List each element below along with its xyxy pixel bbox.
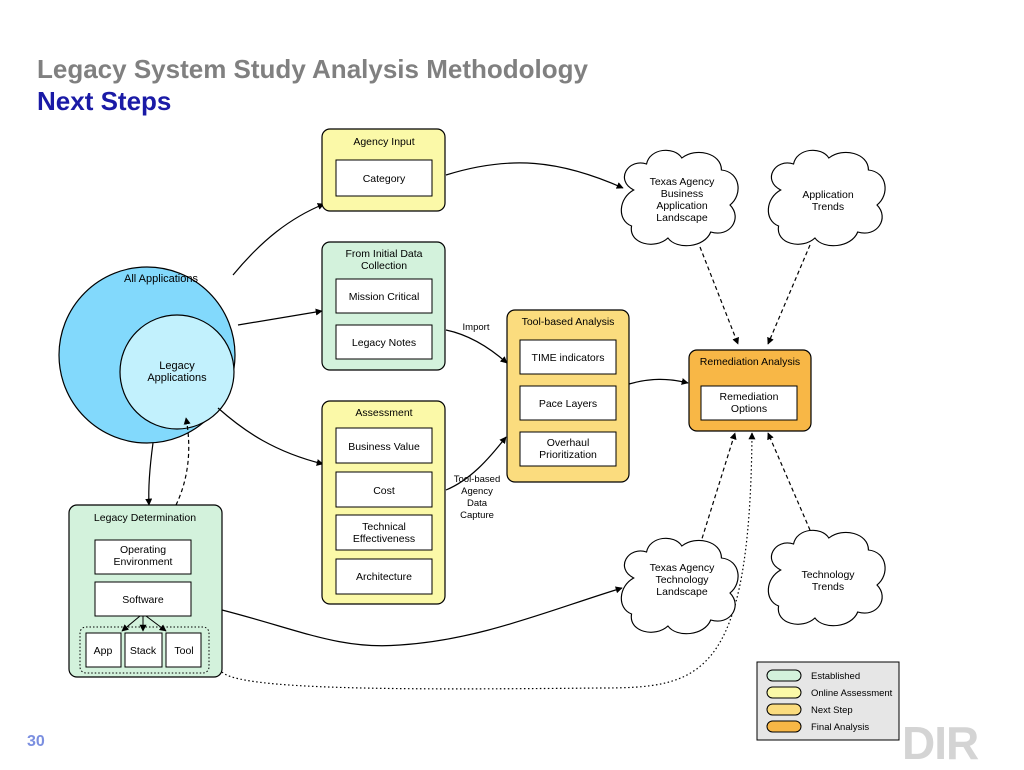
cost-label: Cost: [373, 485, 395, 497]
legend-swatch: [766, 669, 802, 682]
technical-effectiveness-box: [335, 514, 433, 551]
edge-all-to-agency-input: [232, 203, 325, 276]
agency-input-group: Agency Input Category: [321, 128, 446, 212]
architecture-label: Architecture: [356, 571, 412, 583]
edge-all-to-legacy-determination: [145, 442, 154, 506]
legend-swatch: [766, 720, 802, 733]
edge-initial-to-tool: [445, 329, 508, 364]
legacy-determination-title: Legacy Determination: [94, 512, 196, 524]
pace-layers-box: [519, 385, 617, 421]
legend-swatch: [766, 686, 802, 699]
connectors: [145, 162, 811, 690]
legend-label: Final Analysis: [811, 722, 869, 733]
edge-software-to-app: [121, 615, 141, 632]
time-indicators-box: [519, 339, 617, 375]
edge-tech-landscape-to-remediation: [699, 432, 737, 546]
sub-items-dotted-group: [79, 626, 210, 674]
tool-analysis-group: Tool-based Analysis TIME indicators Pace…: [506, 309, 630, 483]
mission-critical-box: [335, 278, 433, 314]
app-box: [85, 632, 122, 668]
agency-input-title: Agency Input: [353, 136, 414, 148]
edge-determination-to-legacy: [175, 417, 191, 506]
category-box: [335, 159, 433, 197]
edge-agency-to-business-landscape: [445, 162, 624, 189]
legacy-applications-circle: [119, 314, 235, 430]
edge-tool-to-remediation: [628, 378, 689, 385]
pace-layers-label: Pace Layers: [539, 398, 597, 410]
edge-tech-trends-to-remediation: [767, 432, 811, 531]
page-subtitle: Next Steps: [37, 86, 172, 116]
mission-critical-label: Mission Critical: [349, 291, 420, 303]
tool-analysis-title: Tool-based Analysis: [522, 316, 615, 328]
tool-label: Tool: [174, 645, 193, 657]
time-indicators-label: TIME indicators: [532, 352, 605, 364]
edge-subitems-to-remediation: [221, 432, 756, 690]
business-value-box: [335, 427, 433, 464]
cost-box: [335, 471, 433, 508]
legend-swatch: [766, 703, 802, 716]
edge-assessment-to-tool: [445, 436, 507, 491]
dir-logo: DIR: [902, 717, 979, 769]
legend-label: Next Step: [811, 705, 853, 716]
category-label: Category: [363, 173, 406, 185]
overhaul-prioritization-box: [519, 431, 617, 467]
legend-label: Online Assessment: [811, 688, 893, 699]
business-value-label: Business Value: [348, 441, 420, 453]
edge-app-trends-to-remediation: [767, 244, 811, 345]
edge-software-to-tool: [145, 615, 167, 632]
edge-legacy-to-assessment: [217, 407, 324, 466]
all-applications-label: All Applications: [124, 273, 198, 285]
page-number: 30: [27, 733, 45, 750]
stack-box: [124, 632, 163, 668]
edge-determination-to-tech-landscape: [221, 586, 623, 647]
architecture-box: [335, 558, 433, 595]
legacy-notes-label: Legacy Notes: [352, 337, 416, 349]
assessment-group: Assessment Business Value Cost Technical…: [321, 400, 446, 605]
legacy-notes-box: [335, 324, 433, 360]
remediation-options-box: [700, 385, 798, 421]
operating-environment-box: [94, 539, 192, 575]
software-label: Software: [122, 594, 164, 606]
tool-box: [165, 632, 202, 668]
edge-business-landscape-to-remediation: [699, 246, 739, 345]
app-label: App: [94, 645, 113, 657]
edge-all-to-initial-data: [237, 308, 323, 326]
stack-label: Stack: [130, 645, 157, 657]
remediation-title: Remediation Analysis: [700, 356, 800, 368]
page-title: Legacy System Study Analysis Methodology: [37, 54, 588, 84]
legend-label: Established: [811, 671, 860, 682]
import-label: Import: [463, 322, 490, 333]
assessment-title: Assessment: [355, 407, 412, 419]
